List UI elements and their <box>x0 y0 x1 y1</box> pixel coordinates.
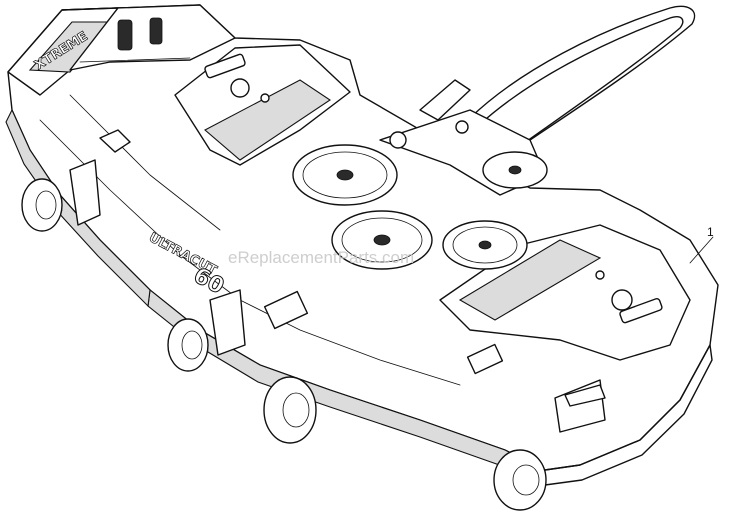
callout-1: 1 <box>689 225 714 264</box>
rear-housing <box>7 4 236 96</box>
logo-badge-right <box>564 384 606 407</box>
caster-wheels <box>21 178 547 511</box>
drive-belt <box>469 5 696 147</box>
logo-badge-left <box>99 129 131 153</box>
spindle-pulleys <box>292 144 528 270</box>
watermark: eReplacementParts.com <box>228 248 414 267</box>
belt-cover-right <box>439 224 691 361</box>
callout-label: 1 <box>707 225 714 239</box>
warning-label <box>263 290 309 330</box>
belt-cover-left <box>174 44 351 166</box>
info-label <box>466 343 504 375</box>
idler-tensioner <box>379 79 548 196</box>
